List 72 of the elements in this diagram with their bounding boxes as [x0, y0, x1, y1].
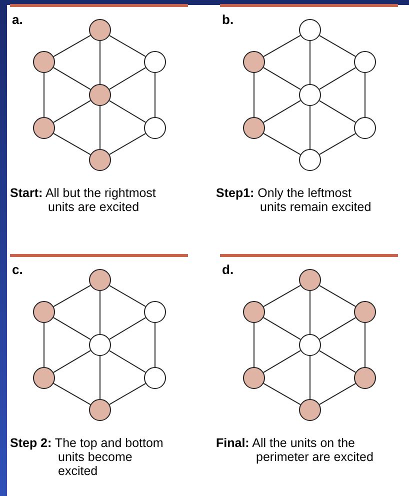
panel-letter: b.	[222, 12, 234, 27]
excited-unit-circle	[33, 301, 55, 323]
connector-line	[154, 322, 156, 368]
excited-unit-circle	[33, 117, 55, 139]
connector-line	[108, 317, 146, 340]
excited-unit-circle	[89, 84, 111, 106]
excited-unit-circle	[89, 19, 111, 41]
excited-unit-circle	[354, 367, 376, 389]
connector-line	[53, 34, 91, 58]
unit-circle	[299, 84, 321, 106]
unit-circle	[299, 19, 321, 41]
connector-line	[52, 350, 92, 373]
excited-unit-circle	[243, 51, 265, 73]
step-caption: Final: All the units on the perimeter are excited	[216, 436, 374, 464]
connector-line	[108, 350, 146, 373]
excited-unit-circle	[33, 367, 55, 389]
panel-letter: a.	[12, 12, 23, 27]
excited-unit-circle	[89, 399, 111, 421]
connector-line	[319, 133, 356, 155]
connector-line	[364, 72, 366, 118]
connector-line	[53, 132, 91, 156]
unit-circle	[144, 117, 166, 139]
connector-line	[263, 34, 301, 58]
excited-unit-circle	[243, 367, 265, 389]
connector-line	[52, 317, 92, 340]
connector-line	[364, 322, 366, 368]
unit-circle	[299, 334, 321, 356]
unit-circle	[144, 367, 166, 389]
unit-circle	[144, 51, 166, 73]
connector-line	[262, 100, 302, 123]
excited-unit-circle	[299, 399, 321, 421]
unit-circle	[354, 51, 376, 73]
unit-circle	[299, 149, 321, 171]
unit-circle	[354, 117, 376, 139]
panel-letter: c.	[12, 262, 23, 277]
connector-line	[262, 350, 302, 373]
excited-unit-circle	[354, 301, 376, 323]
connector-line	[53, 382, 91, 406]
connector-line	[109, 285, 146, 307]
connector-line	[318, 317, 356, 340]
panel-letter: d.	[222, 262, 234, 277]
excited-unit-circle	[33, 51, 55, 73]
connector-line	[109, 35, 146, 57]
connector-line	[53, 284, 91, 308]
step-caption: Step1: Only the leftmost units remain excited	[216, 186, 372, 214]
connector-line	[108, 100, 146, 123]
connector-line	[319, 35, 356, 57]
connector-line	[108, 67, 146, 90]
connector-line	[109, 133, 146, 155]
unit-circle	[144, 301, 166, 323]
connector-line	[262, 317, 302, 340]
connector-line	[318, 100, 356, 123]
excited-unit-circle	[299, 269, 321, 291]
connector-line	[109, 383, 146, 405]
connector-line	[52, 67, 92, 90]
unit-circle	[89, 334, 111, 356]
connector-line	[319, 285, 356, 307]
connector-line	[52, 100, 92, 123]
excited-unit-circle	[89, 269, 111, 291]
excited-unit-circle	[243, 301, 265, 323]
connector-line	[263, 382, 301, 406]
connector-line	[318, 67, 356, 90]
connector-line	[154, 72, 156, 118]
connector-line	[319, 383, 356, 405]
step-caption: Start: All but the rightmost units are excited	[10, 186, 157, 214]
connector-line	[262, 67, 302, 90]
connector-line	[263, 284, 301, 308]
connector-line	[263, 132, 301, 156]
excited-unit-circle	[243, 117, 265, 139]
excited-unit-circle	[89, 149, 111, 171]
connector-line	[318, 350, 356, 373]
step-caption: Step 2: The top and bottom units become excited	[10, 436, 164, 478]
